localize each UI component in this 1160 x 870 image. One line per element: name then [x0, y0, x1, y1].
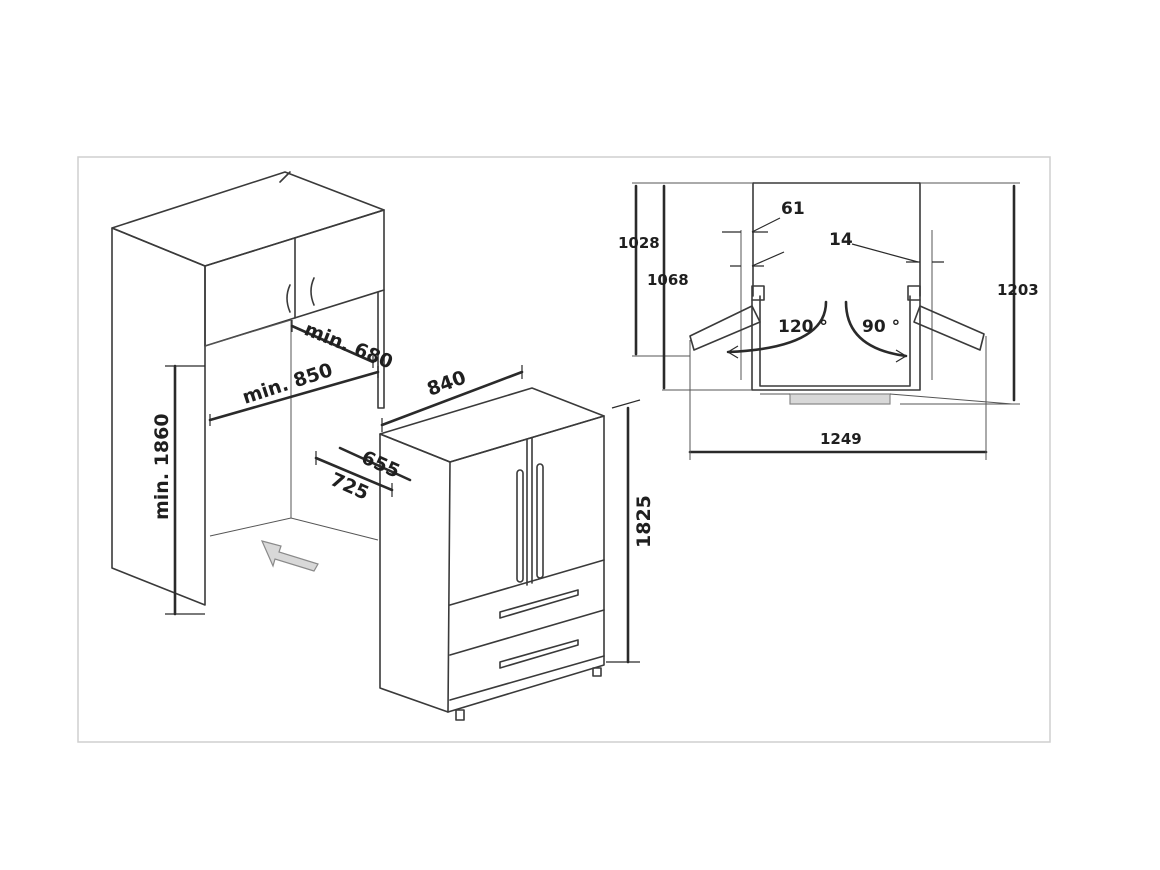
dim-label-open-width: 1249 [820, 430, 862, 448]
drawer-handle-upper [499, 589, 579, 619]
dim-label-cab-height: min. 1860 [151, 413, 173, 520]
insert-direction-arrow-icon [260, 540, 319, 572]
angle-label-left: 120 ° [778, 317, 828, 337]
cabinet-dimensions [165, 320, 380, 616]
cabinet-handle-left [286, 284, 291, 313]
dim-label-gap-61: 61 [781, 199, 805, 219]
angle-label-right: 90 ° [862, 317, 900, 337]
fridge-handle-right [536, 463, 544, 579]
fridge-body [379, 387, 605, 721]
dim-label-depth-1068: 1068 [647, 271, 689, 289]
cabinet-niche [111, 171, 385, 606]
dim-label-cab-width: min. 850 [240, 359, 336, 409]
top-view-dimensions [632, 182, 1020, 460]
cabinet-handle-right [310, 277, 315, 306]
door-right-open [913, 305, 985, 351]
angle-arc-left [726, 300, 828, 354]
dim-label-gap-14: 14 [829, 230, 853, 250]
diagram-frame [77, 156, 1051, 743]
door-left-open [689, 305, 761, 351]
top-view [689, 182, 1013, 405]
dim-label-fridge-depth-total: 725 [327, 468, 372, 504]
dim-label-depth-1028: 1028 [618, 234, 660, 252]
angle-arc-right [844, 300, 908, 358]
fridge-dimensions [314, 365, 641, 664]
dim-label-fridge-height: 1825 [633, 495, 655, 548]
dim-label-depth-1203: 1203 [997, 281, 1039, 299]
drawer-handle-lower [499, 639, 579, 669]
fridge-handle-left [516, 469, 524, 583]
